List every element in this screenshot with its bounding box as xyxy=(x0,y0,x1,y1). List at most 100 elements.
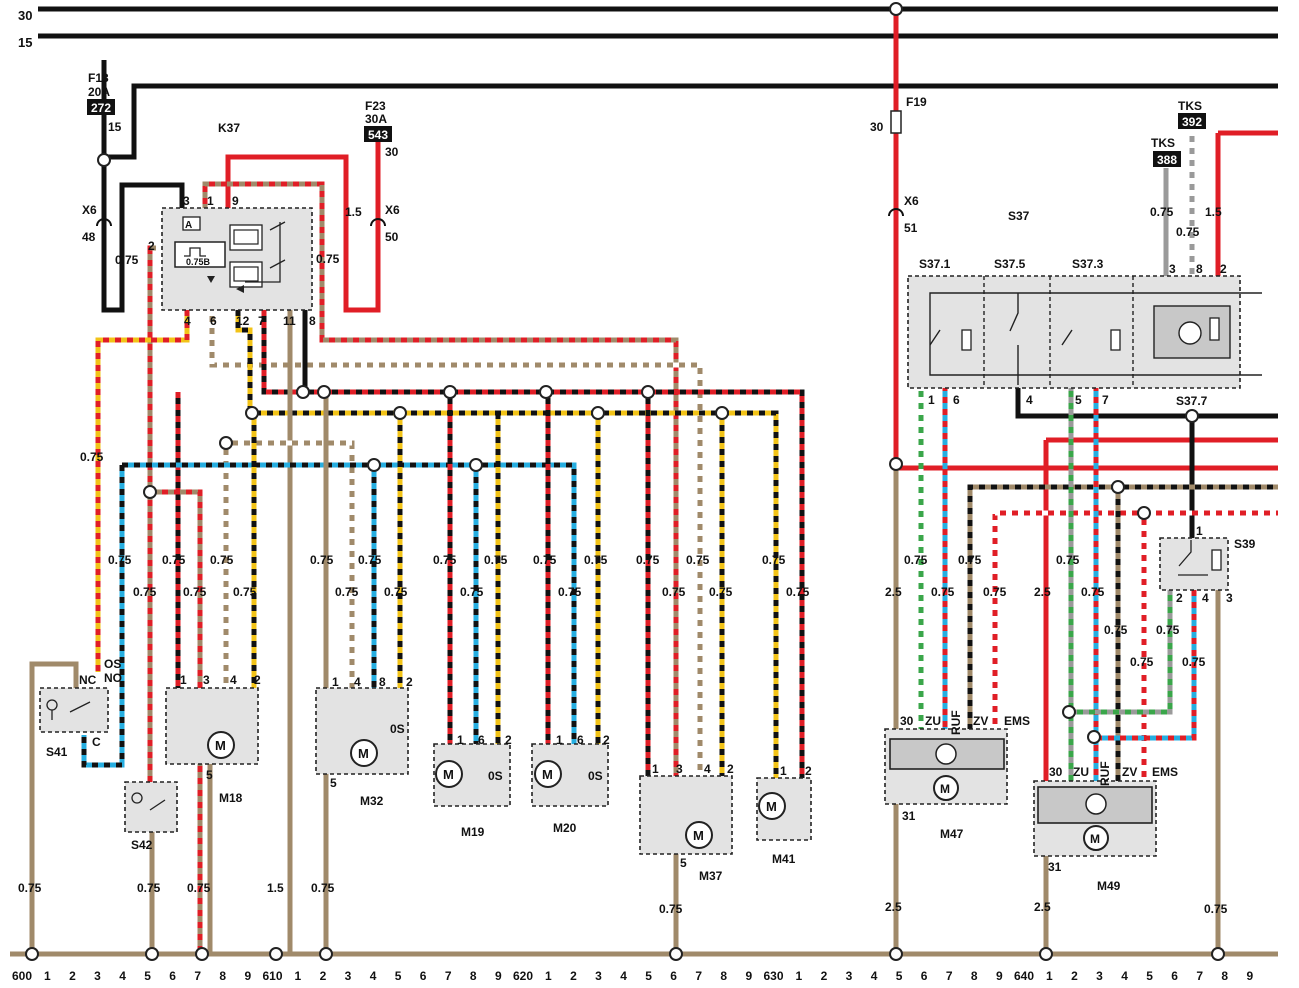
svg-text:ZU: ZU xyxy=(925,714,941,728)
wire-size-label: 0.75 xyxy=(1056,553,1080,567)
ground-pin-label: 7 xyxy=(946,969,953,983)
wire-size-label: 0.75 xyxy=(584,553,608,567)
motor-m19: M 1 6 2 0S M19 xyxy=(433,733,512,839)
svg-text:RUF: RUF xyxy=(949,710,963,735)
svg-text:30: 30 xyxy=(1049,765,1063,779)
svg-text:6: 6 xyxy=(953,393,960,407)
wire-size-label: 2.5 xyxy=(885,900,902,914)
wire-size-label: 0.75 xyxy=(786,585,810,599)
svg-text:392: 392 xyxy=(1182,115,1202,129)
wire xyxy=(209,310,703,780)
svg-text:ZV: ZV xyxy=(1122,765,1137,779)
svg-text:TKS: TKS xyxy=(1151,136,1175,150)
svg-text:5: 5 xyxy=(206,768,213,782)
svg-text:6: 6 xyxy=(478,733,485,747)
wire-size-label: 0.75 xyxy=(460,585,484,599)
junction-node xyxy=(143,485,157,499)
svg-text:OS: OS xyxy=(104,657,121,671)
svg-text:4: 4 xyxy=(354,675,361,689)
svg-text:1.5: 1.5 xyxy=(1205,205,1222,219)
wire-size-label: 0.75 xyxy=(1156,623,1180,637)
junction-node xyxy=(145,947,159,961)
svg-text:8: 8 xyxy=(1196,262,1203,276)
junction-node xyxy=(319,947,333,961)
junction-node xyxy=(669,947,683,961)
wire-size-label: 2.5 xyxy=(885,585,902,599)
wire-size-label: 2.5 xyxy=(1034,585,1051,599)
ground-pin-label: 3 xyxy=(846,969,853,983)
svg-text:2: 2 xyxy=(505,733,512,747)
motor-m49: M 30 ZU RUF ZV EMS 31 M49 xyxy=(1033,761,1178,893)
wire-size-label: 0.75 xyxy=(384,585,408,599)
svg-text:51: 51 xyxy=(904,221,918,235)
svg-text:X6: X6 xyxy=(82,203,97,217)
svg-text:7: 7 xyxy=(1102,393,1109,407)
wire-size-label: 0.75 xyxy=(1130,655,1154,669)
switch-s42: S42 xyxy=(124,781,178,852)
ground-pin-label: 8 xyxy=(219,969,226,983)
ground-pin-label: 6 xyxy=(169,969,176,983)
ground-pin-label: 2 xyxy=(1071,969,1078,983)
svg-text:2: 2 xyxy=(254,673,261,687)
ground-pin-label: 1 xyxy=(44,969,51,983)
svg-text:3: 3 xyxy=(1226,591,1233,605)
junction-node xyxy=(1039,947,1053,961)
svg-text:1: 1 xyxy=(1196,524,1203,538)
svg-text:M49: M49 xyxy=(1097,879,1121,893)
switch-s39: S39 1 2 4 3 xyxy=(1159,524,1256,605)
ground-pin-label: 3 xyxy=(345,969,352,983)
ground-pin-label: 610 xyxy=(263,969,283,983)
ground-pin-label: 1 xyxy=(796,969,803,983)
ground-pin-label: 7 xyxy=(695,969,702,983)
ground-pin-label: 8 xyxy=(1221,969,1228,983)
wire-stripe xyxy=(122,462,577,745)
fuse-tks-388: TKS 388 xyxy=(1151,136,1181,167)
svg-text:M: M xyxy=(766,799,777,814)
wire xyxy=(29,661,79,954)
ground-pin-label: 640 xyxy=(1014,969,1034,983)
svg-text:0.75: 0.75 xyxy=(316,252,340,266)
svg-text:NC: NC xyxy=(79,673,97,687)
svg-text:M18: M18 xyxy=(219,791,243,805)
svg-text:543: 543 xyxy=(368,128,388,142)
f13-name: F13 xyxy=(88,71,109,85)
wire-size-label: 0.75 xyxy=(709,585,733,599)
motor-m37: M 1 3 4 2 5 M37 xyxy=(639,762,734,883)
junction-node xyxy=(25,947,39,961)
connector-x6-50: X6 50 xyxy=(370,203,400,244)
wire-size-label: 0.75 xyxy=(1104,623,1128,637)
svg-text:5: 5 xyxy=(1075,393,1082,407)
svg-text:F19: F19 xyxy=(906,95,927,109)
ground-pin-label: 6 xyxy=(921,969,928,983)
svg-text:ZU: ZU xyxy=(1073,765,1089,779)
wire-stripe xyxy=(81,465,125,768)
junction-node xyxy=(1111,480,1125,494)
svg-text:0S: 0S xyxy=(390,722,405,736)
junction-node xyxy=(539,385,553,399)
svg-text:K37: K37 xyxy=(218,121,240,135)
wire-size-label: 0.75 xyxy=(310,553,334,567)
junction-node xyxy=(393,406,407,420)
wire-size-label: 0.75 xyxy=(133,585,157,599)
svg-text:1: 1 xyxy=(556,733,563,747)
junction-nodes xyxy=(25,2,1225,961)
svg-text:EMS: EMS xyxy=(1152,765,1178,779)
svg-text:31: 31 xyxy=(902,809,916,823)
svg-text:M37: M37 xyxy=(699,869,723,883)
svg-text:1: 1 xyxy=(457,733,464,747)
wire xyxy=(967,484,1278,730)
svg-text:30: 30 xyxy=(385,145,399,159)
power-rails: 30 15 xyxy=(18,6,1278,160)
svg-text:50: 50 xyxy=(385,230,399,244)
svg-text:30: 30 xyxy=(870,120,884,134)
junction-node xyxy=(269,947,283,961)
ground-pin-label: 2 xyxy=(69,969,76,983)
svg-text:30: 30 xyxy=(900,714,914,728)
svg-text:1: 1 xyxy=(332,675,339,689)
ground-pin-label: 8 xyxy=(971,969,978,983)
svg-text:A: A xyxy=(185,220,192,231)
svg-text:0.75: 0.75 xyxy=(1150,205,1174,219)
svg-text:9: 9 xyxy=(232,194,239,208)
svg-text:6: 6 xyxy=(577,733,584,747)
svg-text:M32: M32 xyxy=(360,794,384,808)
